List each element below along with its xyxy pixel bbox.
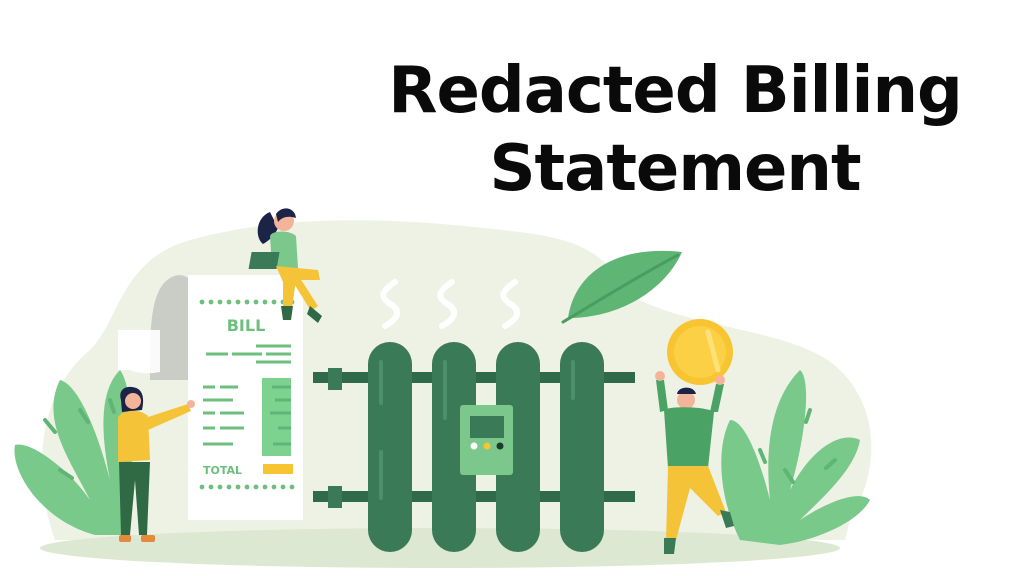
ground-shadow [40, 528, 840, 568]
bill-total-label: TOTAL [203, 464, 242, 477]
leaf-icon [561, 250, 682, 324]
steam-icon [380, 279, 521, 329]
man-with-coin [655, 371, 734, 554]
woman-with-laptop [248, 208, 322, 323]
radiator-icon [313, 342, 635, 552]
page-title-line-1: Redacted Billing [388, 54, 963, 128]
bill-roll [118, 275, 192, 380]
laptop-icon [248, 252, 280, 269]
bush-icon-right [721, 370, 870, 545]
woman-pointing [118, 386, 195, 542]
page-title-line-2: Statement [489, 132, 861, 206]
coin-icon [667, 319, 733, 385]
title-block: Redacted Billing Statement [350, 52, 1000, 208]
bill-total-value [263, 464, 293, 474]
bush-icon-left [14, 370, 132, 535]
bill-heading: BILL [227, 316, 266, 335]
thermostat-icon [460, 405, 513, 475]
